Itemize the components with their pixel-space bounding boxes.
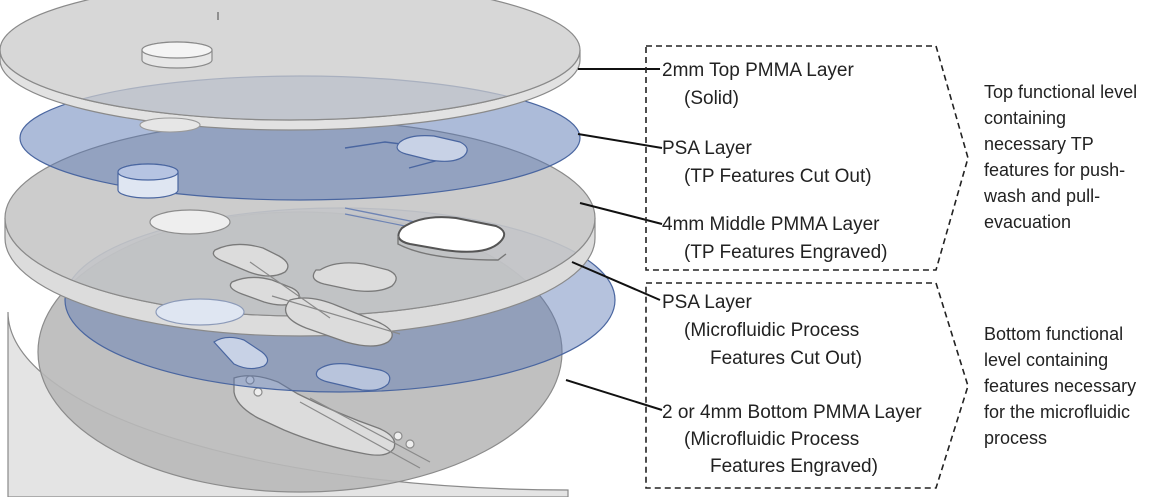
label-top-pmma-title: 2mm Top PMMA Layer bbox=[662, 60, 855, 81]
top-group-bracket bbox=[645, 45, 969, 271]
label-middle-pmma-title: 4mm Middle PMMA Layer bbox=[662, 214, 880, 235]
label-bottom-pmma-detail2: Features Engraved) bbox=[710, 456, 878, 477]
label-bottom-pmma-detail: (Microfluidic Process bbox=[684, 429, 859, 450]
top-group-line: features for push- bbox=[984, 160, 1125, 180]
layer-labels: 2mm Top PMMA Layer (Solid) PSA Layer (TP… bbox=[662, 60, 922, 477]
disc-stack bbox=[0, 0, 616, 497]
top-group-line: wash and pull- bbox=[983, 186, 1100, 206]
leader-middle-pmma bbox=[579, 202, 663, 225]
leader-bottom-pmma bbox=[565, 379, 663, 411]
psa1-cutout-features bbox=[117, 135, 468, 199]
top-group-description: Top functional level containing necessar… bbox=[983, 82, 1137, 232]
label-middle-pmma-detail: (TP Features Engraved) bbox=[684, 242, 887, 263]
bottom-group-line: features necessary bbox=[984, 376, 1136, 396]
top-group-line: Top functional level bbox=[984, 82, 1137, 102]
top-group-line: necessary TP bbox=[984, 134, 1094, 154]
label-psa1-detail: (TP Features Cut Out) bbox=[684, 166, 872, 187]
bottom-group-line: level containing bbox=[984, 350, 1108, 370]
label-psa2-title: PSA Layer bbox=[662, 292, 752, 313]
top-pmma-disc bbox=[0, 0, 581, 133]
middle-engraved-features bbox=[149, 209, 401, 347]
bottom-group-bracket bbox=[645, 282, 969, 489]
bottom-group-line: process bbox=[984, 428, 1047, 448]
bottom-group-line: Bottom functional bbox=[984, 324, 1123, 344]
top-inlet-port bbox=[141, 41, 213, 69]
bottom-engraved-features bbox=[233, 375, 431, 469]
leader-psa-2 bbox=[571, 261, 661, 301]
top-group-line: containing bbox=[984, 108, 1066, 128]
leader-psa-1 bbox=[577, 133, 663, 149]
label-bottom-pmma-title: 2 or 4mm Bottom PMMA Layer bbox=[662, 402, 922, 423]
bottom-group-description: Bottom functional level containing featu… bbox=[984, 324, 1136, 448]
psa2-cutout-features bbox=[213, 336, 391, 391]
label-top-pmma-detail: (Solid) bbox=[684, 88, 739, 109]
middle-top-features bbox=[344, 207, 507, 261]
label-psa2-detail2: Features Cut Out) bbox=[710, 348, 862, 369]
label-psa2-detail: (Microfluidic Process bbox=[684, 320, 859, 341]
top-group-line: evacuation bbox=[984, 212, 1071, 232]
label-psa1-title: PSA Layer bbox=[662, 138, 752, 159]
bottom-group-line: for the microfluidic bbox=[984, 402, 1130, 422]
